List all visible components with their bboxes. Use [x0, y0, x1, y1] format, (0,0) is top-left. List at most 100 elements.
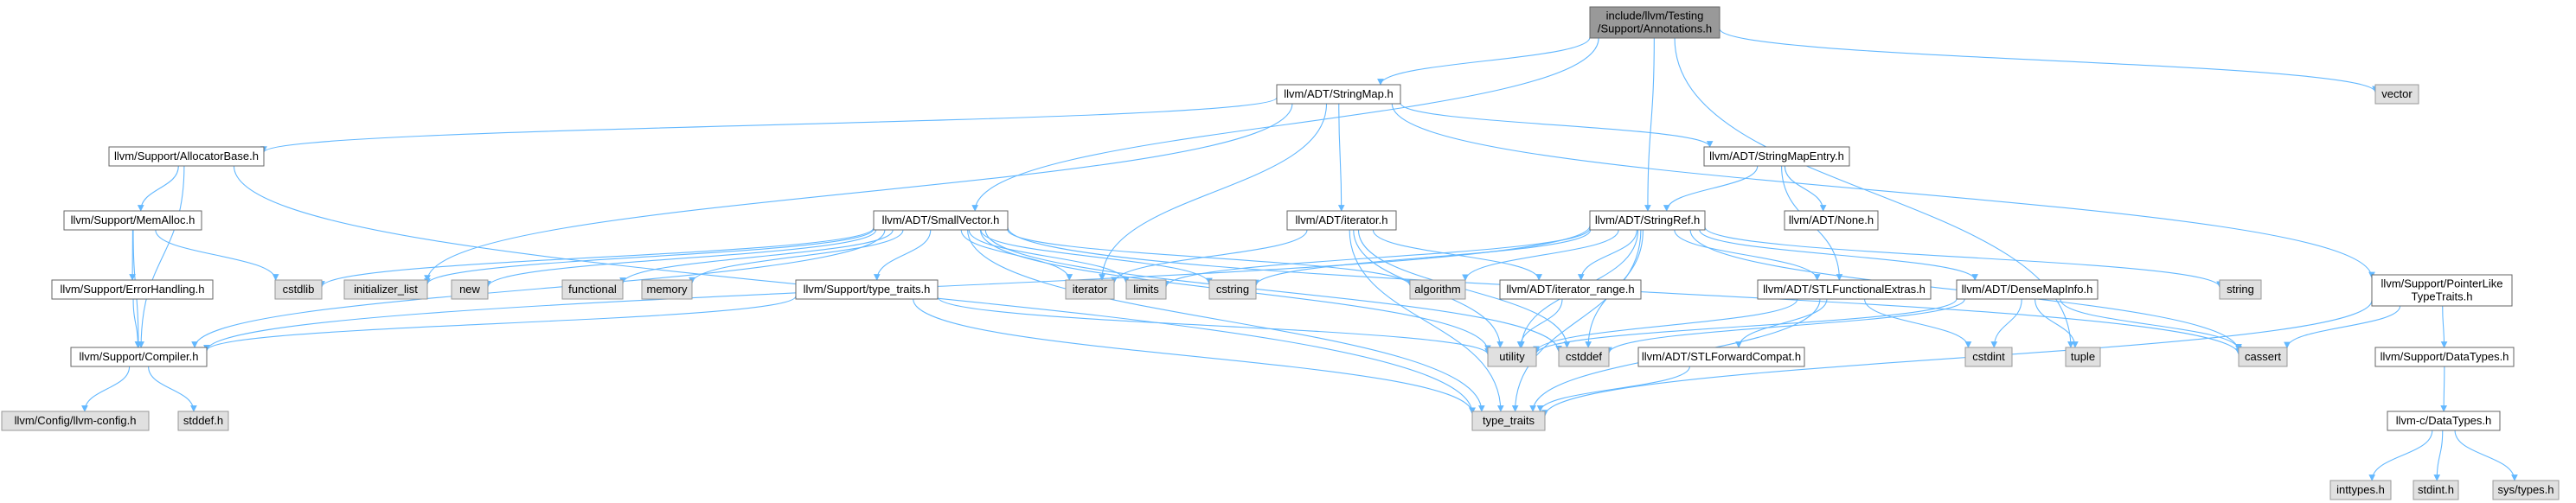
- edge-stringref-to-densemapinfo: [1699, 229, 1978, 281]
- node-box: [1, 411, 150, 431]
- edge-stringmap-to-pointerlike: [1391, 103, 2375, 279]
- node-box: [1409, 279, 1466, 300]
- node-annotations[interactable]: include/llvm/Testing/Support/Annotations…: [1589, 6, 1721, 39]
- edge-smallvector-to-type_traits: [967, 229, 1485, 412]
- node-none[interactable]: llvm/ADT/None.h: [1784, 210, 1879, 231]
- edge-allocatorbase-to-compiler: [138, 165, 185, 348]
- node-box: [177, 411, 229, 431]
- edge-densemapinfo-to-tuple: [2035, 298, 2079, 348]
- node-label: string: [2227, 283, 2254, 296]
- edge-compiler-to-stddef: [148, 366, 197, 412]
- node-box: [2219, 279, 2262, 300]
- node-label: tuple: [2071, 350, 2095, 363]
- node-stlfunc[interactable]: llvm/ADT/STLFunctionalExtras.h: [1757, 279, 1932, 300]
- node-vector: vector: [2374, 84, 2419, 105]
- edge-densemapinfo-to-cstddef: [1605, 298, 1965, 354]
- node-label: cstring: [1216, 283, 1249, 296]
- node-smallvector[interactable]: llvm/ADT/SmallVector.h: [873, 210, 1009, 231]
- node-utility: utility: [1487, 347, 1537, 367]
- node-label: TypeTraits.h: [2411, 290, 2472, 303]
- node-stringmap[interactable]: llvm/ADT/StringMap.h: [1276, 84, 1401, 105]
- node-box: [1964, 347, 2013, 367]
- node-stlfwd[interactable]: llvm/ADT/STLForwardCompat.h: [1637, 347, 1805, 367]
- node-box: [1276, 84, 1401, 105]
- node-box: [1487, 347, 1537, 367]
- node-label: llvm/ADT/iterator_range.h: [1506, 283, 1634, 296]
- node-label: llvm/ADT/StringRef.h: [1595, 213, 1700, 226]
- node-box: [2065, 347, 2101, 367]
- node-box: [70, 347, 208, 367]
- node-compiler[interactable]: llvm/Support/Compiler.h: [70, 347, 208, 367]
- node-box: [2238, 347, 2288, 367]
- node-memalloc[interactable]: llvm/Support/MemAlloc.h: [63, 210, 202, 231]
- node-stringmapentry[interactable]: llvm/ADT/StringMapEntry.h: [1703, 146, 1850, 167]
- edge-annotations-to-smallvector: [971, 37, 1599, 212]
- node-box: [343, 279, 428, 300]
- node-box: [2371, 274, 2513, 307]
- node-box: [51, 279, 214, 300]
- edge-stlfwd-to-type_traits: [1536, 366, 1690, 412]
- node-type_traits: type_traits: [1471, 411, 1546, 431]
- node-label: llvm/Support/PointerLike: [2381, 277, 2503, 290]
- node-box: [561, 279, 624, 300]
- edge-stlfunc-to-stlfwd: [1735, 298, 1828, 348]
- node-iterator_h[interactable]: llvm/ADT/iterator.h: [1286, 210, 1397, 231]
- edge-stringmapentry-to-none: [1784, 165, 1827, 212]
- node-functional: functional: [561, 279, 624, 300]
- node-label: llvm/Support/MemAlloc.h: [71, 213, 195, 226]
- edge-stringref-to-iterrange: [1577, 229, 1637, 281]
- node-label: vector: [2381, 87, 2413, 100]
- node-box: [1471, 411, 1546, 431]
- edge-stringmapentry-to-stringref: [1663, 165, 1759, 212]
- edge-stringref-to-cstring: [1253, 229, 1592, 287]
- node-errorhandling[interactable]: llvm/Support/ErrorHandling.h: [51, 279, 214, 300]
- node-densemapinfo[interactable]: llvm/ADT/DenseMapInfo.h: [1956, 279, 2099, 300]
- node-label: limits: [1133, 283, 1159, 296]
- node-label: type_traits: [1483, 414, 1535, 427]
- nodes-layer: include/llvm/Testing/Support/Annotations…: [1, 6, 2560, 500]
- node-label: iterator: [1073, 283, 1108, 296]
- node-box: [1208, 279, 1257, 300]
- node-tuple: tuple: [2065, 347, 2101, 367]
- node-label: functional: [568, 283, 617, 296]
- node-limits: limits: [1125, 279, 1167, 300]
- node-label: /Support/Annotations.h: [1598, 22, 1712, 35]
- node-box: [1589, 6, 1721, 39]
- node-algorithm: algorithm: [1409, 279, 1466, 300]
- node-cstring: cstring: [1208, 279, 1257, 300]
- node-datatypes[interactable]: llvm/Support/DataTypes.h: [2374, 347, 2515, 367]
- node-typetraits_h[interactable]: llvm/Support/type_traits.h: [795, 279, 939, 300]
- edge-stlfunc-to-cstdint: [1864, 298, 1972, 348]
- node-label: llvm/ADT/STLFunctionalExtras.h: [1763, 283, 1926, 296]
- node-label: initializer_list: [354, 283, 418, 296]
- node-label: llvm/Support/ErrorHandling.h: [61, 283, 205, 296]
- node-box: [1956, 279, 2099, 300]
- node-label: llvm/Config/llvm-config.h: [15, 414, 137, 427]
- edge-annotations-to-tuple: [1674, 37, 2074, 348]
- edge-smallvector-to-cstdlib: [318, 227, 875, 288]
- edge-stringref-to-string: [1704, 226, 2223, 288]
- edge-pointerlike-to-datatypes: [2440, 305, 2448, 348]
- edge-compiler-to-llvmconfig: [81, 366, 131, 412]
- node-cdatatypes[interactable]: llvm-c/DataTypes.h: [2387, 411, 2501, 431]
- node-box: [2387, 411, 2501, 431]
- node-box: [2492, 480, 2560, 500]
- node-stringref[interactable]: llvm/ADT/StringRef.h: [1589, 210, 1706, 231]
- node-label: llvm/ADT/DenseMapInfo.h: [1962, 283, 2093, 296]
- edge-datatypes-to-cdatatypes: [2440, 366, 2448, 412]
- node-iterrange[interactable]: llvm/ADT/iterator_range.h: [1499, 279, 1642, 300]
- edge-smallvector-to-cstring: [980, 229, 1213, 285]
- node-memory: memory: [641, 279, 693, 300]
- edge-smallvector-to-compiler: [191, 229, 886, 348]
- node-new: new: [451, 279, 489, 300]
- edge-smallvector-to-memory: [689, 229, 904, 284]
- edge-stringmap-to-stringmapentry: [1400, 102, 1714, 148]
- node-box: [1757, 279, 1932, 300]
- node-allocatorbase[interactable]: llvm/Support/AllocatorBase.h: [108, 146, 265, 167]
- edge-typetraits_h-to-utility: [937, 296, 1491, 355]
- edge-smallvector-to-typetraits_h: [873, 229, 932, 281]
- node-label: llvm/ADT/STLForwardCompat.h: [1642, 350, 1801, 363]
- node-box: [1637, 347, 1805, 367]
- node-label: llvm/ADT/StringMapEntry.h: [1709, 150, 1844, 162]
